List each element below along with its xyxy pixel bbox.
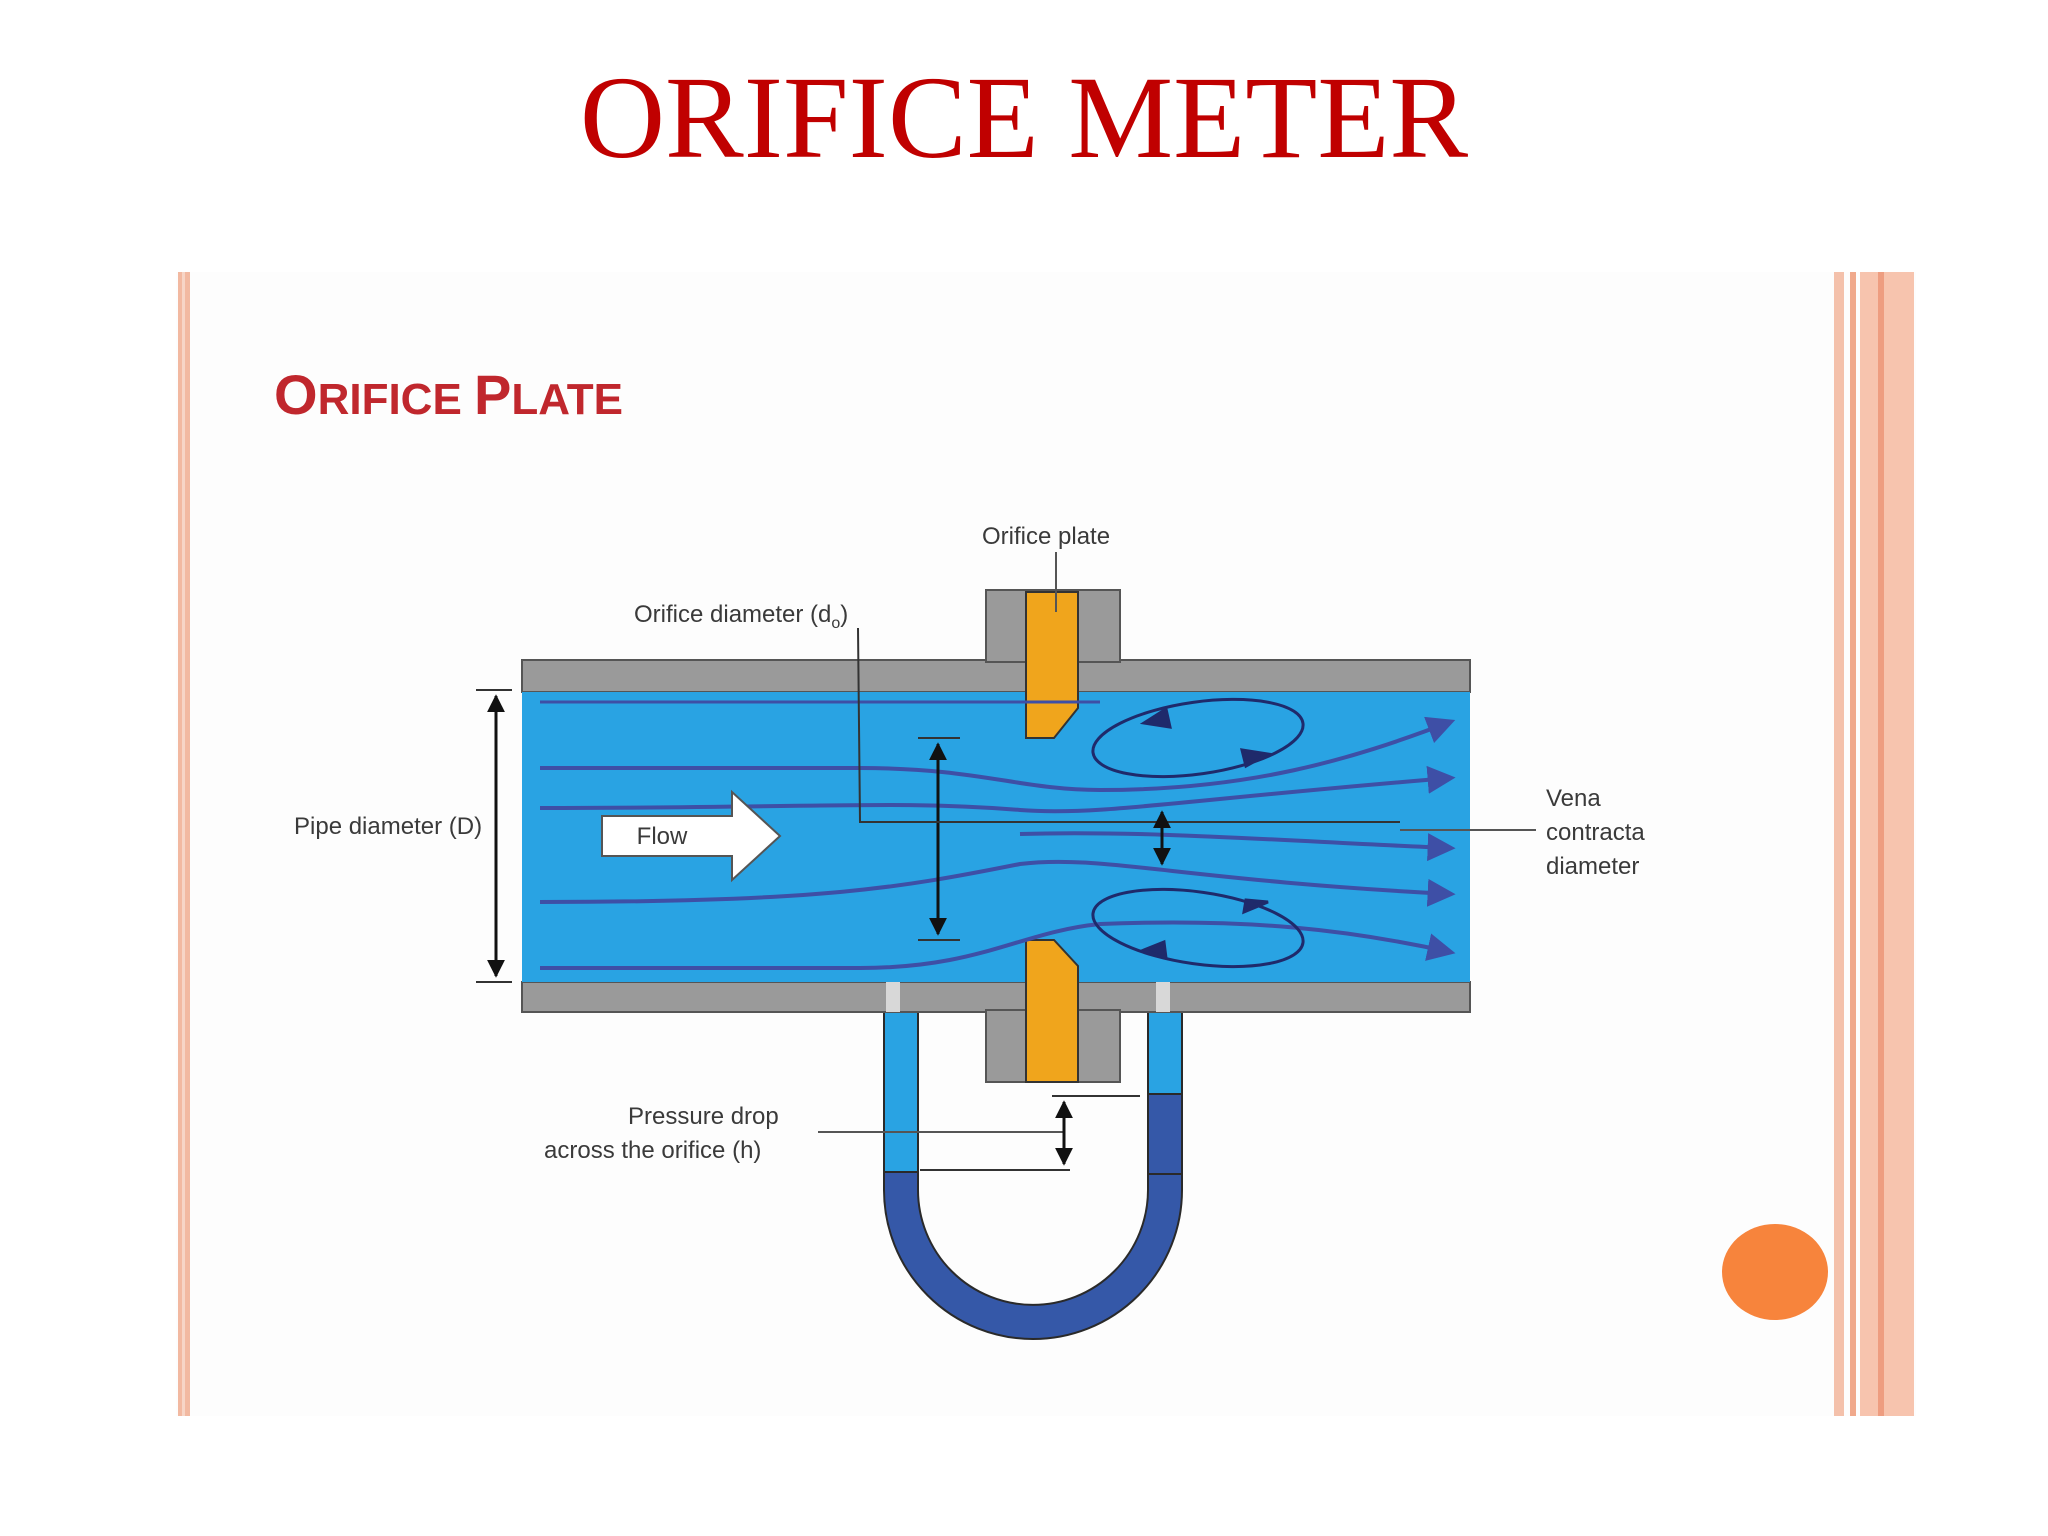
slide-title: ORIFICE METER: [579, 52, 1469, 183]
pipe-diameter-label: Pipe diameter (D): [294, 813, 482, 840]
right-decorative-rules: [1834, 272, 1914, 1416]
left-decorative-rule: [178, 272, 190, 1416]
pipe-bottom-wall: [521, 981, 1471, 1013]
streamlines: [539, 700, 1456, 970]
pressure-label-line2: across the orifice (h): [544, 1137, 761, 1164]
orifice-diameter-dimension: Orifice diameter (do): [634, 601, 1400, 941]
pressure-label-line1: Pressure drop: [628, 1103, 779, 1130]
orange-circle-decoration: [1722, 1224, 1828, 1320]
vena-label-line3: diameter: [1546, 853, 1639, 880]
diagram-title: ORIFICE PLATE: [274, 363, 623, 426]
flow-label: Flow: [637, 823, 688, 850]
pipe-top-wall: [521, 659, 1471, 693]
eddy-loops: [1091, 697, 1305, 969]
pipe-diameter-dimension: Pipe diameter (D): [294, 689, 512, 983]
pressure-drop-dimension: Pressure drop across the orifice (h): [544, 1095, 1140, 1171]
manometer-u-tube: [883, 1009, 1183, 1340]
orifice-plate-callout: Orifice plate: [982, 523, 1110, 612]
flow-arrow: Flow: [601, 789, 782, 883]
vena-contracta-dimension: Vena contracta diameter: [1153, 785, 1645, 880]
orifice-diameter-label: Orifice diameter (do): [634, 601, 848, 632]
vena-label-line2: contracta: [1546, 819, 1645, 846]
orifice-plate-label: Orifice plate: [982, 523, 1110, 550]
vena-label-line1: Vena: [1546, 785, 1601, 812]
